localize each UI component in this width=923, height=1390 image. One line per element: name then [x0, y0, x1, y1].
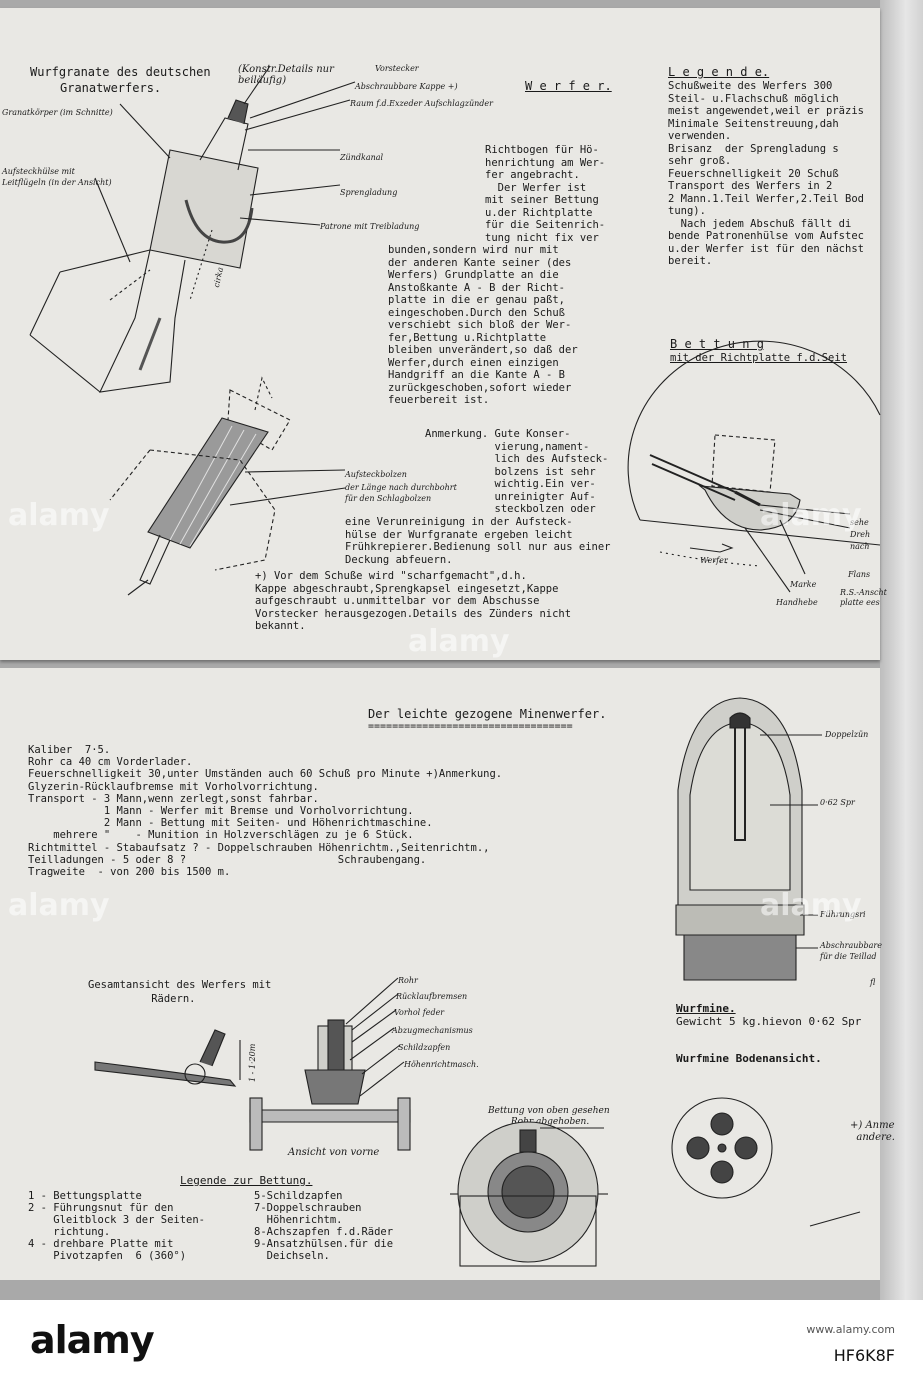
label-sprengladung: Sprengladung: [340, 188, 398, 197]
minenwerfer-specs: Kaliber 7·5. Rohr ca 40 cm Vorderlader. …: [28, 744, 503, 879]
legende-text: Schußweite des Werfers 300 Steil- u.Flac…: [668, 80, 864, 267]
stock-footer-bar: [0, 1300, 923, 1390]
front-label-abzug: Abzugmechanismus: [392, 1026, 473, 1035]
front-label-ruecklauf: Rücklaufbremsen: [396, 992, 468, 1001]
werfer-side-drawing: [94, 1029, 241, 1087]
alamy-logo: alamy: [30, 1318, 155, 1362]
watermark: alamy: [408, 624, 510, 659]
bettung-top-view-drawing: [450, 1121, 608, 1267]
paper-edge: [880, 0, 923, 1300]
stock-site: www.alamy.com: [806, 1323, 895, 1336]
gesamtansicht-caption: Gesamtansicht des Werfers mit Rädern.: [88, 979, 272, 1005]
werfer-text: Richtbogen für Hö- henrichtung am Wer- f…: [485, 144, 606, 244]
bettung-label-2: Dreh: [850, 530, 871, 539]
front-label-rohr: Rohr: [398, 976, 418, 985]
bettung-label-1: sehe: [850, 518, 869, 527]
grenade-title-note: (Konstr.Details nur beiläufig): [238, 64, 334, 86]
grenade-title: Wurfgranate des deutschen: [30, 65, 211, 79]
wurfmine-weight: Gewicht 5 kg.hievon 0·62 Spr: [676, 1015, 862, 1028]
mine-label-doppel: Doppelzün: [825, 730, 869, 739]
bettung-plan-drawing: [627, 340, 881, 593]
label-bohrung: der Länge nach durchbohrt für den Schlag…: [345, 483, 457, 503]
werfer-text-continued: bunden,sondern wird nur mit der anderen …: [388, 244, 578, 406]
mine-label-fuss: fl: [870, 978, 876, 987]
stock-image-id: HF6K8F: [833, 1346, 895, 1365]
watermark: alamy: [8, 888, 110, 923]
front-label-hoehen: Höhenrichtmasch.: [404, 1060, 479, 1069]
footnote-text: +) Vor dem Schuße wird "scharfgemacht",d…: [255, 570, 572, 632]
legende-bettung-right: 5-Schildzapfen 7-Doppelschrauben Höhenri…: [254, 1190, 394, 1262]
watermark: alamy: [760, 498, 862, 533]
label-kappe: Abschraubbare Kappe +): [355, 82, 458, 91]
wurfmine-heading: Wurfmine.: [676, 1002, 736, 1015]
anmerkung-text: Anmerkung. Gute Konser- vierung,nament- …: [425, 428, 609, 515]
front-view-caption: Ansicht von vorne: [288, 1147, 380, 1158]
minenwerfer-title: Der leichte gezogene Minenwerfer.: [368, 707, 607, 721]
label-aufsteckhuelse: Aufsteckhülse mit Leitflügeln (in der An…: [2, 167, 112, 187]
photograph: Wurfgranate des deutschen (Konstr.Detail…: [0, 0, 923, 1300]
label-raum: Raum f.d.Exzeder Aufschlagzünder: [350, 99, 493, 108]
legende-bettung-left: 1 - Bettungsplatte 2 - Führungsnut für d…: [28, 1190, 206, 1262]
label-granatkoerper: Granatkörper (im Schnitte): [2, 108, 113, 117]
watermark: alamy: [760, 888, 862, 923]
front-label-schild: Schildzapfen: [398, 1043, 451, 1052]
grenade-subtitle: Granatwerfers.: [60, 81, 162, 95]
bettung-subheading: mit der Richtplatte f.d.Seit: [670, 352, 848, 364]
bettung-label-4: Flans: [848, 570, 871, 579]
werfer-front-drawing: [249, 977, 411, 1151]
anmerkung-text-continued: eine Verunreinigung in der Aufsteck- hül…: [345, 516, 611, 566]
label-vorstecker: Vorstecker: [375, 64, 419, 73]
mine-label-abschraub: Abschraubbare für die Teillad: [820, 941, 882, 961]
label-patrone: Patrone mit Treibladung: [320, 222, 420, 231]
mine-base-drawing: [671, 1097, 861, 1227]
technical-drawings: [29, 65, 881, 1267]
bolt-drawing: [109, 376, 346, 596]
anmerkung-side-note: +) Anme andere.: [850, 1120, 895, 1143]
legende-heading: L e g e n d e.: [668, 65, 770, 79]
label-aufsteckbolzen: Aufsteckbolzen: [345, 470, 407, 479]
grenade-section-drawing: [29, 65, 356, 393]
wurfmine-boden-heading: Wurfmine Bodenansicht.: [676, 1052, 822, 1065]
bettung-label-rs: R.S.-Anscht platte ees: [840, 588, 887, 607]
legende-bettung-title: Legende zur Bettung.: [180, 1174, 313, 1187]
bettung-label-3: nach: [850, 542, 870, 551]
watermark: alamy: [8, 498, 110, 533]
minenwerfer-title-rule: ==================================: [368, 721, 573, 732]
label-zuendkanal: Zündkanal: [340, 153, 384, 162]
mine-label-fuehrung: Führungsri: [820, 910, 866, 919]
bettung-label-marke: Marke: [790, 580, 817, 589]
bettung-label-handhebe: Handhebe: [776, 598, 818, 607]
werfer-heading: W e r f e r.: [525, 79, 612, 93]
mine-section-drawing: [675, 697, 822, 981]
top-sheet: Wurfgranate des deutschen (Konstr.Detail…: [0, 8, 887, 660]
front-label-vorhol: Vorhol feder: [394, 1008, 445, 1017]
mine-label-spr: 0·62 Spr: [820, 798, 855, 807]
